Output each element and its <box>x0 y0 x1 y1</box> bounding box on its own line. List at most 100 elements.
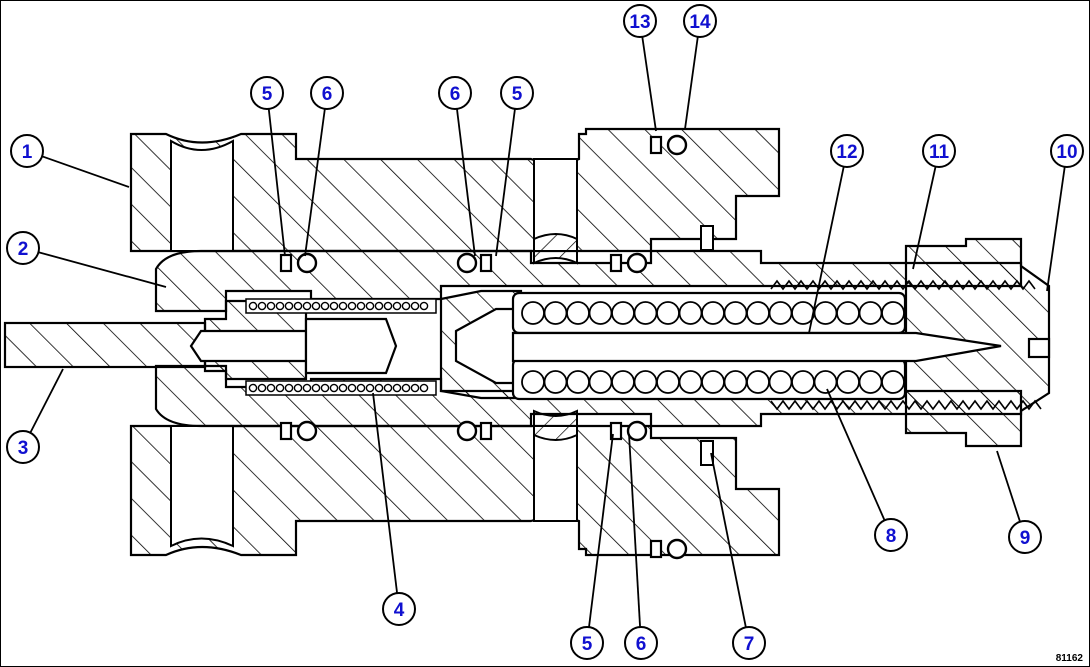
callout-number: 6 <box>636 634 647 655</box>
spring-coil <box>419 383 429 393</box>
spring-coil <box>656 301 680 325</box>
spring-coil <box>521 370 545 394</box>
backup-ring <box>649 135 663 155</box>
spring-coil <box>284 383 294 393</box>
spring-coil <box>392 301 402 311</box>
callout-circle <box>438 76 472 110</box>
o-ring <box>626 420 648 442</box>
spring-coil <box>329 301 339 311</box>
spring-coil <box>284 301 294 311</box>
spring-coil <box>248 301 258 311</box>
spring-coil <box>257 383 267 393</box>
spring-coil <box>678 370 703 394</box>
spring-coil <box>410 301 420 311</box>
callout-circle <box>922 134 956 168</box>
spring-coil <box>374 301 384 311</box>
spring-coil <box>881 370 905 394</box>
spring-coil <box>836 370 860 394</box>
o-ring-with-backup <box>456 420 493 442</box>
spring-coil <box>813 301 838 325</box>
callout-number: 3 <box>18 438 29 459</box>
callout-leader <box>826 388 886 521</box>
callout-6: 6 <box>624 626 658 660</box>
spring-coil <box>356 383 366 393</box>
callout-circle <box>732 626 766 660</box>
plunger-rod <box>3 299 398 381</box>
callout-number: 5 <box>582 634 593 655</box>
callout-number: 7 <box>744 634 755 655</box>
callout-number: 11 <box>929 142 950 163</box>
o-ring <box>456 252 478 274</box>
spring-coil <box>392 383 402 393</box>
spring-coil <box>723 370 748 394</box>
spring-coil <box>365 301 375 311</box>
o-ring-with-backup <box>609 420 648 442</box>
spring-coil <box>302 383 312 393</box>
spring-coil <box>836 301 860 325</box>
callout-circle <box>250 76 284 110</box>
spring-coil <box>383 301 393 311</box>
callout-circle <box>623 4 657 38</box>
spring-coil <box>566 370 590 394</box>
spring-coil <box>768 301 793 325</box>
o-ring <box>626 252 648 274</box>
callout-circle <box>310 76 344 110</box>
spring-coil <box>275 301 285 311</box>
callout-circle <box>6 430 40 464</box>
backup-ring <box>279 421 293 441</box>
callout-circle <box>1050 134 1084 168</box>
callout-3: 3 <box>6 430 40 464</box>
callout-number: 6 <box>450 84 461 105</box>
o-ring-with-backup <box>649 538 688 560</box>
callout-leader <box>808 166 845 334</box>
spring-coil <box>858 301 883 325</box>
spring-coil <box>338 383 348 393</box>
callout-circle <box>500 76 534 110</box>
spring-coil <box>633 301 658 325</box>
backup-ring <box>649 539 663 559</box>
spring-coil <box>543 370 568 394</box>
o-ring <box>296 252 318 274</box>
spring-coil <box>768 370 793 394</box>
callout-leader <box>38 251 167 288</box>
callout-11: 11 <box>922 134 956 168</box>
callout-leader <box>628 433 641 628</box>
callout-leader <box>495 108 516 257</box>
callout-leader <box>588 433 614 628</box>
callout-circle <box>382 592 416 626</box>
callout-number: 10 <box>1056 142 1077 163</box>
callout-5: 5 <box>570 626 604 660</box>
spring-coil <box>419 301 429 311</box>
spring-coil <box>678 301 703 325</box>
callout-number: 4 <box>394 600 405 621</box>
callout-4: 4 <box>382 592 416 626</box>
backup-ring <box>479 253 493 273</box>
spring-coil <box>338 301 348 311</box>
spring-coil <box>746 370 770 394</box>
o-ring <box>296 420 318 442</box>
callout-leader <box>456 108 476 257</box>
retainer <box>700 440 714 466</box>
spring-coil <box>588 370 613 394</box>
o-ring-with-backup <box>456 252 493 274</box>
backup-ring <box>479 421 493 441</box>
spring-coil <box>293 383 303 393</box>
spring-coil <box>701 301 725 325</box>
spring-coil <box>365 383 375 393</box>
spring-coil <box>881 301 905 325</box>
small-spring-coils-bottom <box>248 383 429 393</box>
o-ring-with-backup <box>609 252 648 274</box>
callout-number: 6 <box>322 84 333 105</box>
callout-leaders <box>29 36 1066 628</box>
o-ring <box>666 134 688 156</box>
callout-14: 14 <box>683 4 717 38</box>
callout-12: 12 <box>830 134 864 168</box>
callout-9: 9 <box>1008 520 1042 554</box>
spring-coil <box>611 301 635 325</box>
callout-number: 1 <box>22 142 33 163</box>
spring-coil <box>257 301 267 311</box>
callout-number: 5 <box>262 84 273 105</box>
retainer <box>700 225 714 251</box>
o-ring <box>456 420 478 442</box>
